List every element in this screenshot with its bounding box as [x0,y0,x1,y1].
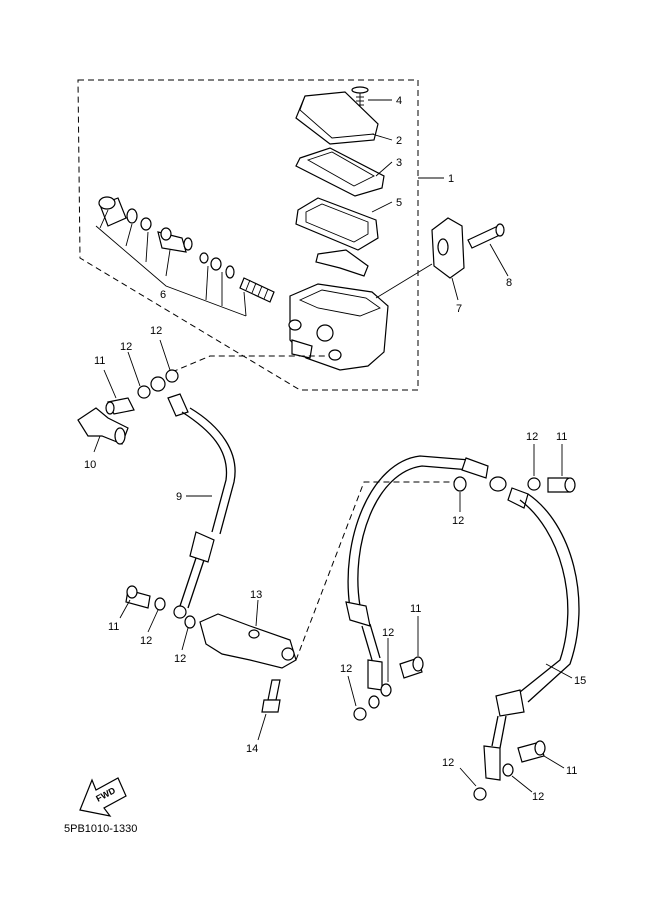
union-bolt-11-left[interactable] [125,585,151,609]
piston-kit-6[interactable] [98,196,275,303]
brake-hose-right[interactable] [345,455,489,691]
callout-12: 12 [452,515,464,527]
callout-13: 13 [250,589,262,601]
callout-15: 15 [574,675,586,687]
washer-12[interactable] [527,477,541,491]
washer-12[interactable] [184,615,196,629]
bolt-14[interactable] [261,679,281,713]
callout-12: 12 [120,341,132,353]
washer-12[interactable] [165,369,179,383]
reservoir-cap-2[interactable] [295,91,379,145]
callout-12: 12 [174,653,186,665]
washer-12[interactable] [380,683,392,697]
union-bolt-11-right-bottom[interactable] [517,740,546,763]
callout-3: 3 [396,157,402,169]
union-bolt-11-middle[interactable] [399,656,424,679]
washer-12[interactable] [154,597,166,611]
callout-12: 12 [526,431,538,443]
callout-8: 8 [506,277,512,289]
washer-12[interactable] [137,385,151,399]
fwd-arrow-icon: FWD [79,777,127,817]
callout-1: 1 [448,173,454,185]
diaphragm-plate-3[interactable] [295,147,385,197]
diaphragm-5[interactable] [295,197,379,251]
callout-7: 7 [456,303,462,315]
union-bolt-11-top[interactable] [105,397,135,415]
callout-4: 4 [396,95,402,107]
bolt-8[interactable] [467,223,505,249]
callout-11: 11 [108,621,119,633]
callout-12: 12 [382,627,394,639]
washer-12[interactable] [473,787,487,801]
washer-12[interactable] [353,707,367,721]
master-cylinder-body[interactable] [288,283,389,371]
callout-11: 11 [566,765,577,777]
washer-12[interactable] [453,476,467,492]
brake-hose-15[interactable] [483,487,580,781]
callout-14: 14 [246,743,258,755]
document-code: 5PB1010-1330 [64,823,137,835]
callout-12: 12 [340,663,352,675]
union-bolt-11-right-top[interactable] [547,477,576,493]
callout-10: 10 [84,459,96,471]
washer-12[interactable] [368,695,380,709]
washer-12[interactable] [150,376,166,392]
screw-4[interactable] [351,86,369,108]
callout-12: 12 [150,325,162,337]
callout-6: 6 [160,289,166,301]
callout-11: 11 [410,603,421,615]
washer-12[interactable] [502,763,514,777]
callout-12: 12 [532,791,544,803]
callout-9: 9 [176,491,182,503]
callout-12: 12 [442,757,454,769]
callout-12: 12 [140,635,152,647]
brake-hose-9[interactable] [167,393,236,619]
callout-5: 5 [396,197,402,209]
assembly-boundary [77,79,419,391]
joint-13[interactable] [199,613,297,669]
callout-11: 11 [94,355,105,367]
callout-2: 2 [396,135,402,147]
banjo-fitting [489,476,507,492]
callout-11: 11 [556,431,567,443]
reservoir-plate [315,249,369,277]
